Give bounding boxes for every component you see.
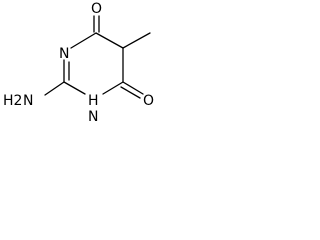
atom-amino-nitrogen: N [23,93,33,109]
bond-c5-c4 [95,32,124,49]
bond-c6-o-bottom-2 [120,86,141,99]
bond-c2-n1 [63,81,86,95]
atom-nitrogen-n3: N [59,46,69,62]
bond-n1-c6 [102,81,124,95]
bond-c2-nh2 [44,81,65,96]
atom-hydrogen-n1: H [88,93,99,109]
bond-c6-o-bottom-1 [122,81,144,95]
atom-labels: O N H N H2 N O [3,1,154,125]
bond-c5-methyl [122,32,151,49]
atom-nitrogen-n1: N [88,109,98,125]
atom-oxygen-bottom: O [143,93,154,109]
atom-amino-h2: H2 [3,93,22,109]
atom-oxygen-top: O [91,1,102,17]
bonds [44,15,151,99]
bond-c4-n3 [70,32,97,49]
chemical-structure: O N H N H2 N O [3,1,154,125]
